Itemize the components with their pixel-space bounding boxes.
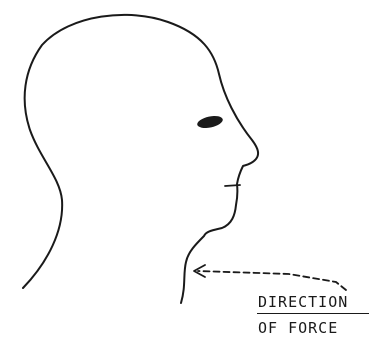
force-label-underline — [257, 313, 369, 314]
mouth-line — [225, 185, 240, 186]
force-label-line-2: OF FORCE — [258, 320, 338, 336]
force-arrow-line — [198, 271, 346, 290]
force-label-line-1: DIRECTION — [258, 294, 348, 310]
eye-mark — [196, 114, 224, 130]
head-outline — [23, 15, 258, 303]
